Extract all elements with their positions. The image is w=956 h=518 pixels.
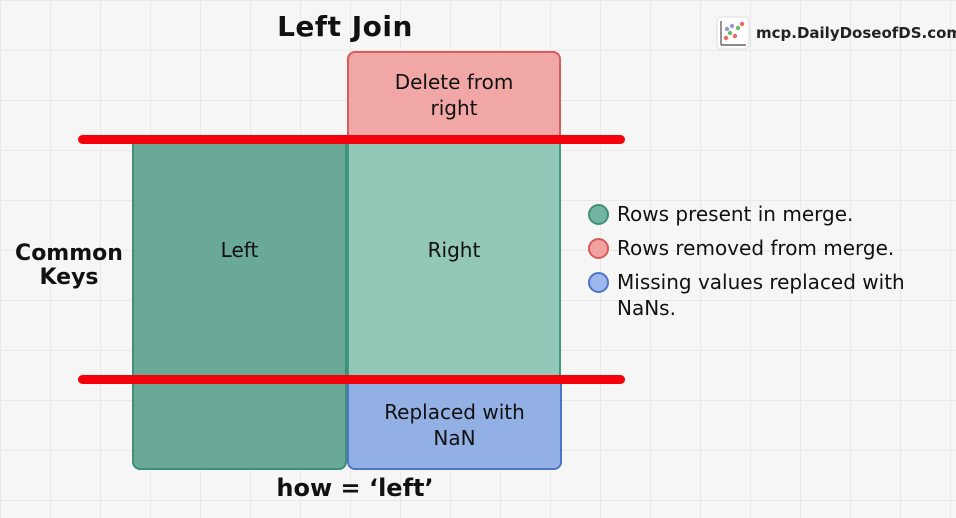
replaced-with-nan-block: Replaced with NaN	[347, 380, 562, 470]
legend-label: Rows removed from merge.	[617, 236, 895, 260]
legend-label: Rows present in merge.	[617, 202, 854, 226]
legend: Rows present in merge. Rows removed from…	[588, 201, 948, 329]
replaced-with-nan-label: Replaced with NaN	[384, 400, 525, 450]
green-circle-icon	[588, 204, 609, 225]
left-label: Left	[220, 238, 259, 262]
bottom-key-boundary-line	[78, 375, 625, 384]
legend-item: Rows removed from merge.	[588, 235, 948, 261]
diagram-title: Left Join	[277, 10, 413, 43]
brand-text: mcp.DailyDoseofDS.com	[756, 24, 956, 42]
left-table-block	[132, 140, 347, 470]
legend-label: Missing values replaced with NaNs.	[617, 270, 905, 320]
blue-circle-icon	[588, 272, 609, 293]
brand: mcp.DailyDoseofDS.com	[716, 16, 956, 50]
delete-from-right-block: Delete from right	[347, 51, 561, 140]
delete-from-right-label: Delete from right	[394, 69, 514, 120]
scatter-plot-logo-icon	[716, 16, 750, 50]
right-label: Right	[427, 238, 481, 262]
common-keys-label: Common Keys	[15, 241, 123, 290]
how-parameter-label: how = ‘left’	[276, 474, 434, 502]
legend-item: Rows present in merge.	[588, 201, 948, 227]
red-circle-icon	[588, 238, 609, 259]
legend-item: Missing values replaced with NaNs.	[588, 269, 948, 321]
top-key-boundary-line	[78, 135, 625, 144]
